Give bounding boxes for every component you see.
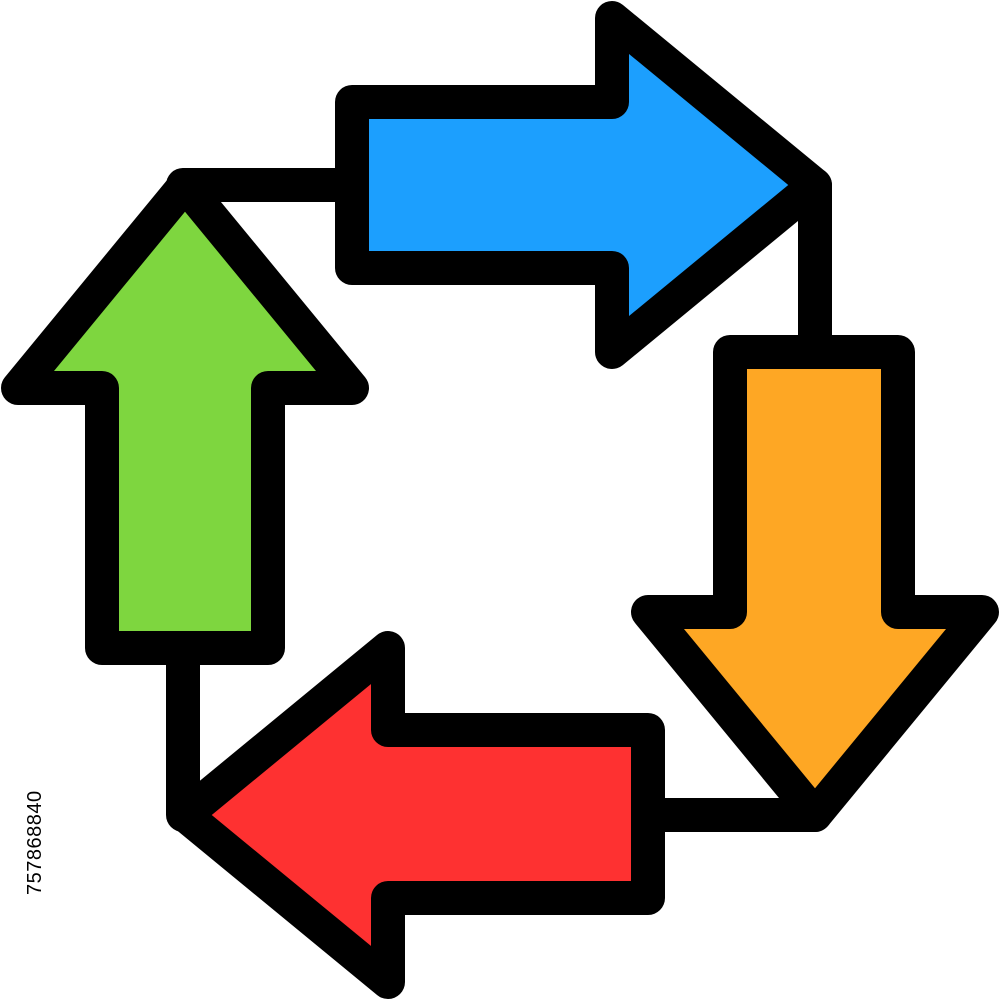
arrow-down-icon — [631, 335, 999, 832]
arrow-up-icon — [1, 168, 369, 665]
arrow-left-icon — [168, 631, 665, 999]
arrow-right-icon — [335, 1, 832, 369]
stock-id-text: 757868840 — [24, 790, 46, 895]
